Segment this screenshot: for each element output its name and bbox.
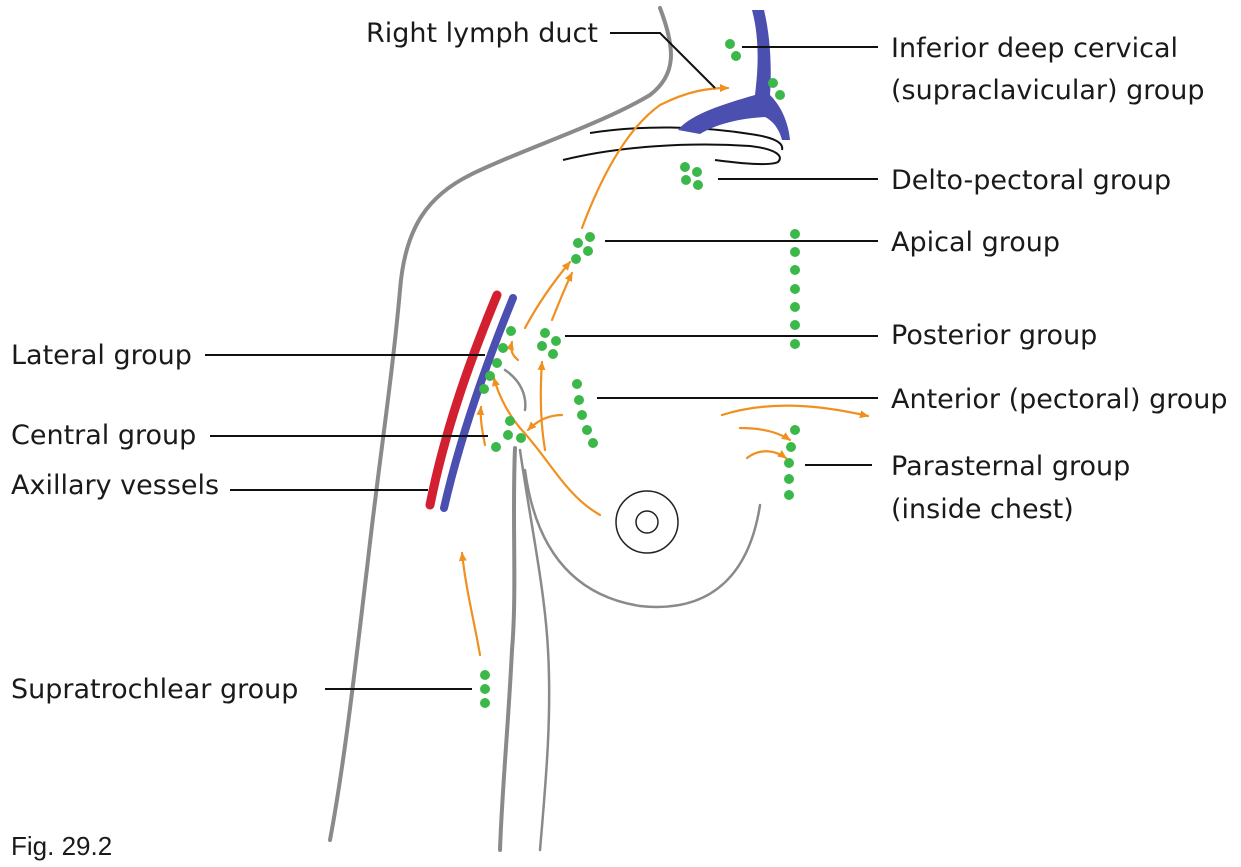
label-inferior-deep-cervical-1: Inferior deep cervical [891,33,1178,64]
breast-outline [523,468,762,609]
leader-lines [205,32,878,690]
subclavian-jugular-veins [678,10,790,140]
label-lateral: Lateral group [11,340,192,371]
torso-side-outline [518,448,551,852]
nodes-delto-pectoral [680,162,703,190]
nipple [635,510,659,534]
nodes-apical [571,232,595,264]
nodes-anterior [572,379,598,448]
nodes-inferior-deep-cervical [725,39,785,100]
label-anterior: Anterior (pectoral) group [891,384,1228,415]
label-supratrochlear: Supratrochlear group [11,674,298,705]
label-axillary-vessels: Axillary vessels [11,470,219,501]
label-delto-pectoral: Delto-pectoral group [891,165,1171,196]
label-parasternal-1: Parasternal group [891,451,1130,482]
nodes-lateral [479,326,516,394]
inner-arm-outline [498,446,517,852]
nodes-posterior [537,328,561,359]
nodes-parasternal-chain-upper [790,229,800,349]
nodes-parasternal [784,425,800,500]
armpit-fold [503,368,527,412]
label-posterior: Posterior group [891,320,1097,351]
axillary-artery [425,290,502,510]
axillary-vein [440,294,517,512]
nodes-central [491,416,526,452]
body-outline [328,6,762,852]
nodes-supratrochlear [480,670,490,708]
clavicle [562,126,784,166]
figure-caption: Fig. 29.2 [11,831,112,861]
areola [615,490,679,554]
label-apical: Apical group [891,227,1060,258]
label-inferior-deep-cervical-2: (supraclavicular) group [891,75,1205,106]
labels: Right lymph duct Inferior deep cervical … [11,18,1228,861]
label-parasternal-2: (inside chest) [891,494,1074,525]
label-right-lymph-duct: Right lymph duct [366,18,598,49]
axillary-vessels [425,290,517,512]
neck-shoulder-outline [328,6,673,842]
lymph-flow-arrows [458,84,870,657]
label-central: Central group [11,420,196,451]
